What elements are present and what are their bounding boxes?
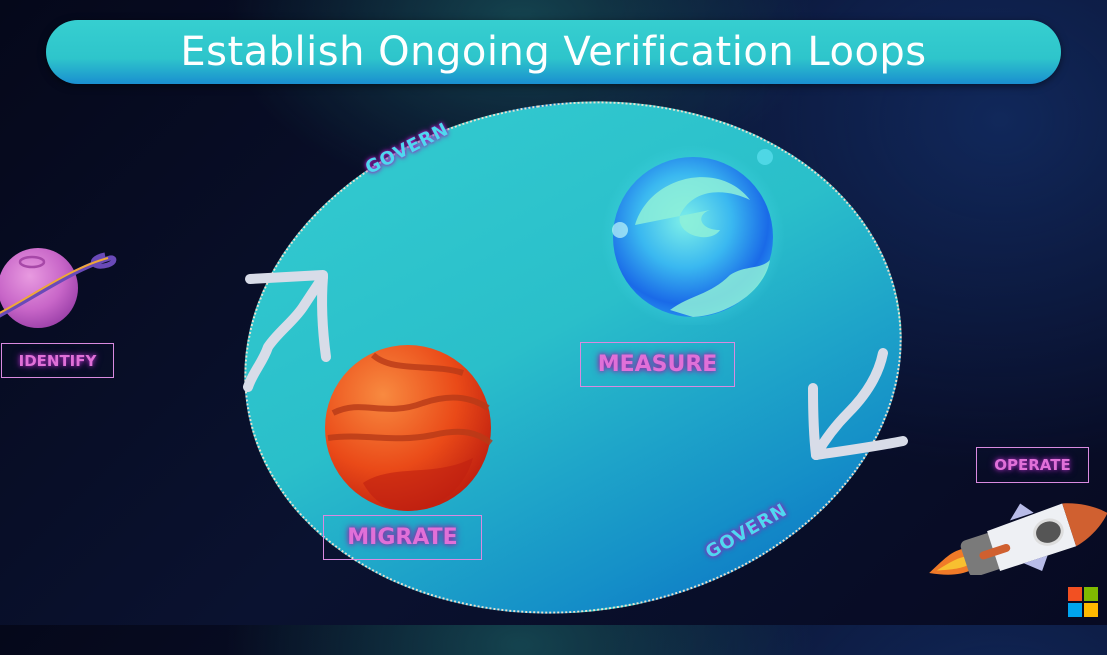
logo-red-square	[1068, 587, 1082, 601]
purple-ringed-planet-icon	[0, 248, 117, 328]
arrow-down-left-icon	[808, 348, 908, 460]
title-bar: Establish Ongoing Verification Loops	[46, 20, 1061, 84]
slide-title: Establish Ongoing Verification Loops	[180, 29, 927, 75]
logo-green-square	[1084, 587, 1098, 601]
operate-label-box: OPERATE	[976, 447, 1089, 483]
logo-yellow-square	[1084, 603, 1098, 617]
measure-label: MEASURE	[597, 352, 718, 377]
orange-planet-icon	[325, 345, 493, 511]
identify-label-box: IDENTIFY	[1, 343, 114, 378]
migrate-label: MIGRATE	[347, 525, 458, 550]
logo-blue-square	[1068, 603, 1082, 617]
water-planet-icon	[601, 145, 785, 325]
microsoft-logo	[1068, 587, 1098, 617]
migrate-label-box: MIGRATE	[323, 515, 482, 560]
identify-label: IDENTIFY	[18, 351, 97, 370]
rocket-icon	[929, 503, 1107, 575]
arrow-up-right-icon	[243, 270, 331, 392]
operate-label: OPERATE	[994, 456, 1071, 474]
measure-label-box: MEASURE	[580, 342, 735, 387]
